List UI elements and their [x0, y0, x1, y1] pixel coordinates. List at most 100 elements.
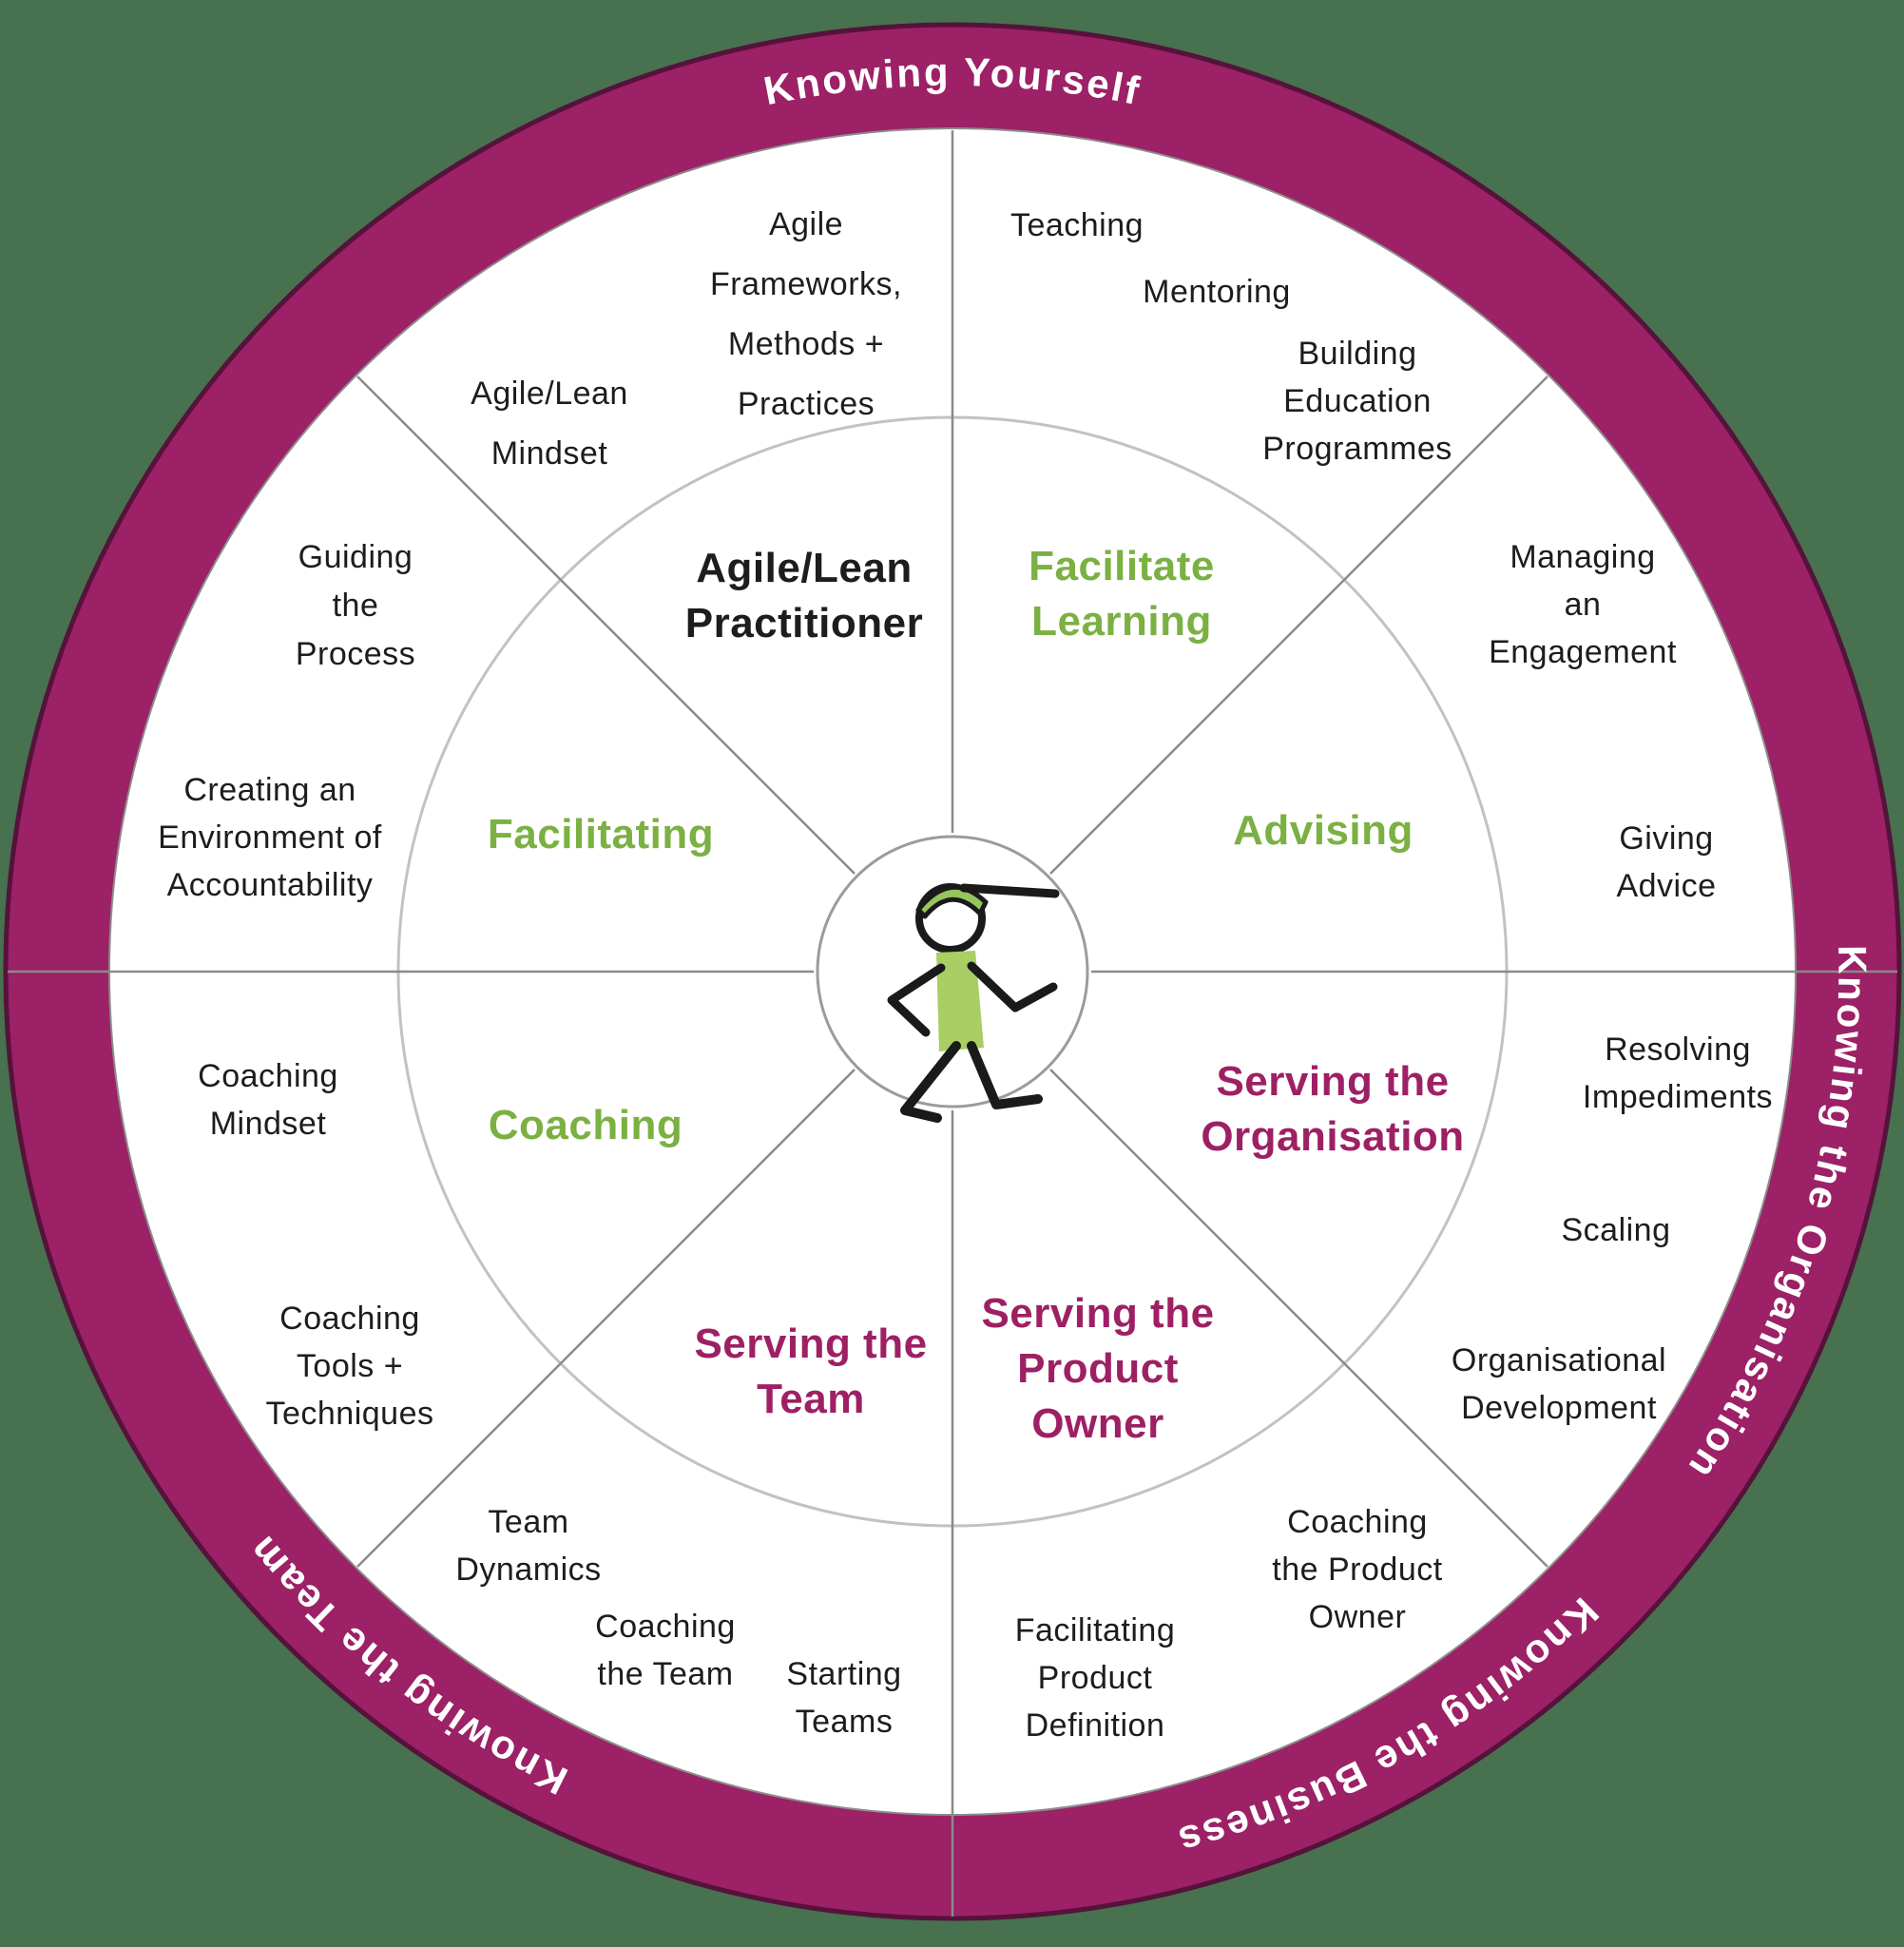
skill-line: Team [488, 1504, 568, 1540]
skill-line: Owner [1309, 1599, 1407, 1635]
skill-coaching-mindset: Coaching Mindset [198, 1058, 338, 1142]
skill-line: Coaching [1287, 1504, 1428, 1540]
skill-line: Giving [1619, 820, 1713, 857]
skill-line: the Team [597, 1656, 733, 1692]
role-facilitating: Facilitating [488, 811, 714, 858]
role-line: Facilitate [1029, 543, 1215, 589]
skill-coaching-tools-techniques: Coaching Tools + Techniques [265, 1301, 433, 1432]
skill-line: the [333, 588, 379, 624]
skill-agile-lean-mindset: Agile/Lean Mindset [471, 376, 628, 472]
skill-building-education-programmes: Building Education Programmes [1262, 336, 1452, 467]
skill-line: Teaching [1010, 207, 1144, 243]
skill-line: Resolving [1605, 1031, 1751, 1068]
role-coaching: Coaching [489, 1102, 683, 1148]
skill-line: Mindset [491, 435, 608, 472]
skill-line: Accountability [167, 867, 374, 903]
skill-line: Engagement [1489, 634, 1677, 670]
role-line: Facilitating [488, 811, 714, 858]
skill-guiding-the-process: Guiding the Process [296, 539, 415, 672]
role-line: Agile/Lean [696, 545, 913, 591]
skill-line: Techniques [265, 1396, 433, 1432]
divider-northeast [1049, 376, 1548, 875]
skill-line: Agile [769, 206, 843, 242]
figure-left-arm [887, 963, 946, 1037]
role-labels: Agile/Lean Practitioner Facilitate Learn… [488, 543, 1464, 1447]
skill-line: Facilitating [1015, 1612, 1176, 1648]
skill-line: Practices [738, 386, 875, 422]
skill-line: Process [296, 636, 415, 672]
skill-line: Development [1461, 1390, 1657, 1426]
role-line: Product [1017, 1345, 1179, 1392]
role-line: Serving the [981, 1290, 1214, 1337]
role-line: Advising [1233, 807, 1414, 854]
role-line: Learning [1031, 598, 1212, 645]
figure-left-leg [900, 1041, 961, 1123]
skill-line: the Product [1272, 1552, 1442, 1588]
skill-resolving-impediments: Resolving Impediments [1583, 1031, 1773, 1115]
skill-line: Teams [796, 1704, 894, 1740]
role-agile-lean-practitioner: Agile/Lean Practitioner [685, 545, 924, 646]
skill-starting-teams: Starting Teams [786, 1656, 901, 1740]
skill-organisational-development: Organisational Development [1452, 1342, 1666, 1426]
skill-line: Education [1283, 383, 1432, 419]
skill-giving-advice: Giving Advice [1616, 820, 1716, 904]
divider-southwest [356, 1069, 856, 1568]
role-line: Practitioner [685, 600, 924, 646]
figure-torso [936, 951, 984, 1051]
skill-line: Agile/Lean [471, 376, 628, 412]
role-serving-the-organisation: Serving the Organisation [1201, 1058, 1464, 1160]
skill-line: Mentoring [1143, 274, 1291, 310]
skill-labels: Agile Frameworks, Methods + Practices Ag… [158, 206, 1773, 1744]
skill-line: Creating an [183, 772, 356, 808]
skill-line: Coaching [279, 1301, 420, 1337]
role-line: Organisation [1201, 1113, 1464, 1160]
role-serving-the-team: Serving the Team [694, 1320, 927, 1422]
skill-line: Impediments [1583, 1079, 1773, 1115]
skill-line: Definition [1026, 1707, 1165, 1744]
skill-coaching-the-product-owner: Coaching the Product Owner [1272, 1504, 1442, 1635]
skill-line: an [1565, 587, 1602, 623]
skill-line: Managing [1510, 539, 1655, 575]
skill-creating-environment-accountability: Creating an Environment of Accountabilit… [158, 772, 382, 903]
skill-line: Mindset [210, 1106, 327, 1142]
skill-line: Product [1038, 1660, 1153, 1696]
skill-line: Advice [1616, 868, 1716, 904]
skill-line: Coaching [198, 1058, 338, 1094]
role-facilitate-learning: Facilitate Learning [1029, 543, 1215, 645]
role-line: Serving the [694, 1320, 927, 1367]
skill-coaching-the-team: Coaching the Team [595, 1609, 736, 1692]
skill-managing-an-engagement: Managing an Engagement [1489, 539, 1677, 670]
skill-line: Methods + [728, 326, 884, 362]
figure-right-leg [967, 1041, 1043, 1109]
skill-facilitating-product-definition: Facilitating Product Definition [1015, 1612, 1176, 1744]
figure-cap [915, 884, 989, 919]
sector-dividers [8, 130, 1897, 1917]
skill-mentoring: Mentoring [1143, 274, 1291, 310]
divider-northwest [356, 376, 856, 875]
skill-line: Frameworks, [710, 266, 902, 302]
skill-line: Starting [786, 1656, 901, 1692]
skill-scaling: Scaling [1561, 1212, 1670, 1248]
skill-agile-frameworks-methods-practices: Agile Frameworks, Methods + Practices [710, 206, 902, 422]
skill-line: Tools + [297, 1348, 403, 1384]
role-line: Team [757, 1376, 865, 1422]
figure-right-arm [967, 961, 1058, 1012]
skill-line: Organisational [1452, 1342, 1666, 1378]
skill-team-dynamics: Team Dynamics [455, 1504, 601, 1588]
skill-line: Programmes [1262, 431, 1452, 467]
role-line: Serving the [1216, 1058, 1449, 1105]
divider-southeast [1049, 1069, 1548, 1568]
skill-line: Guiding [298, 539, 413, 575]
skill-line: Coaching [595, 1609, 736, 1645]
skill-line: Environment of [158, 819, 382, 856]
role-line: Owner [1031, 1400, 1164, 1447]
role-advising: Advising [1233, 807, 1414, 854]
skill-line: Building [1298, 336, 1417, 372]
skill-teaching: Teaching [1010, 207, 1144, 243]
role-line: Coaching [489, 1102, 683, 1148]
role-serving-the-product-owner: Serving the Product Owner [981, 1290, 1214, 1447]
center-figure [887, 883, 1060, 1123]
skill-line: Scaling [1561, 1212, 1670, 1248]
figure-cap-brim [959, 883, 1060, 898]
